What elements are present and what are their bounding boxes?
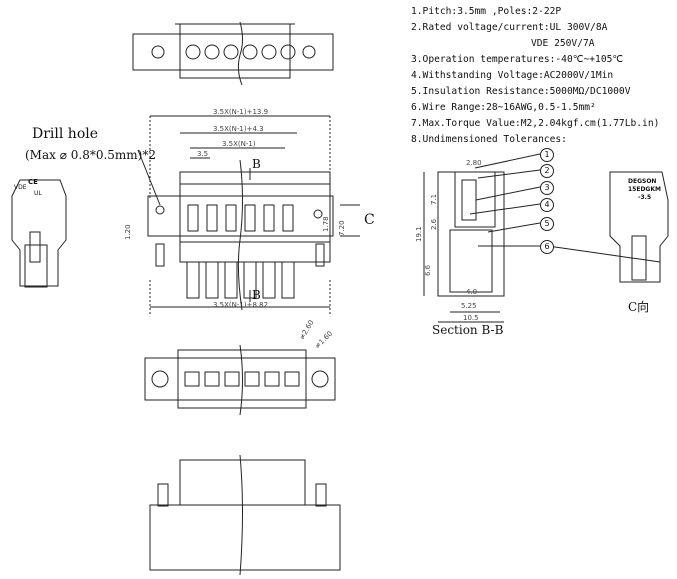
dim-bottom: 3.5X(N-1)+8.82: [213, 301, 269, 309]
spec-list: 1.Pitch:3.5mm ,Poles:2-22P 2.Rated volta…: [411, 4, 675, 148]
spec-rated-ul: 2.Rated voltage/current:UL 300V/8A: [411, 22, 608, 33]
spec-torque: 7.Max.Torque Value:M2,2.04kgf.cm(1.77Lb.…: [411, 118, 660, 129]
c-view-model: 15EDGKM: [628, 186, 661, 193]
spec-wire-range: 6.Wire Range:28~16AWG,0.5-1.5mm²: [411, 102, 596, 113]
section-mark-bottom: B: [252, 288, 261, 302]
c-view-pitch: -3.5: [638, 194, 652, 201]
left-side-view: [11, 179, 67, 288]
spec-tolerances: 8.Undimensioned Tolerances:: [411, 134, 567, 145]
sec-dim-6-6: 6.6: [424, 264, 432, 276]
sec-dim-19-1: 19.1: [415, 226, 423, 242]
c-view-brand: DEGSON: [628, 178, 657, 185]
ce-mark: CE: [28, 178, 38, 186]
dim-pitch: 3.5: [197, 150, 209, 158]
sec-dim-7-1: 7.1: [430, 193, 438, 205]
ul-mark: UL: [34, 190, 42, 197]
sec-dim-5-25: 5.25: [461, 302, 477, 310]
plan-view-connector: [144, 344, 336, 416]
view-c-mark: C: [364, 212, 375, 228]
c-view-label: C向: [628, 300, 650, 314]
section-title: Section B-B: [432, 323, 504, 337]
section-mark-top: B: [252, 157, 261, 171]
drill-hole-title: Drill hole: [32, 126, 99, 142]
sec-dim-2-80: 2.80: [466, 159, 482, 167]
dim-mid: 3.5X(N-1)+4.3: [213, 125, 264, 133]
dim-right-h2: 7.20: [338, 220, 346, 236]
dim-right-h1: 1.78: [322, 216, 330, 232]
top-view-holes: [151, 44, 316, 60]
dim-overall: 3.5X(N-1)+13.9: [213, 108, 269, 116]
callout-2: 2: [540, 164, 554, 178]
spec-withstanding: 4.Withstanding Voltage:AC2000V/1Min: [411, 70, 614, 81]
dim-left-height: 1.20: [124, 224, 132, 240]
callout-6: 6: [540, 240, 554, 254]
spec-rated-vde: VDE 250V/7A: [531, 38, 595, 49]
top-view-connector: [132, 21, 334, 86]
callout-4: 4: [540, 198, 554, 212]
sec-dim-4-0: 4.0: [466, 288, 478, 296]
spec-pitch: 1.Pitch:3.5mm ,Poles:2-22P: [411, 6, 562, 17]
front-view-connector: [137, 115, 360, 315]
spec-insulation: 5.Insulation Resistance:5000MΩ/DC1000V: [411, 86, 631, 97]
callout-5: 5: [540, 217, 554, 231]
drill-hole-note: (Max ⌀ 0.8*0.5mm)*2: [25, 148, 156, 162]
vde-mark: VDE: [14, 184, 27, 191]
sec-dim-10-5: 10.5: [463, 314, 479, 322]
bottom-view-connector: [149, 454, 341, 576]
callout-1: 1: [540, 148, 554, 162]
spec-temperature: 3.Operation temperatures:-40℃~+105℃: [411, 54, 624, 65]
callout-3: 3: [540, 181, 554, 195]
dim-pitch-total: 3.5X(N-1): [222, 140, 256, 148]
sec-dim-2-6: 2.6: [430, 218, 438, 230]
